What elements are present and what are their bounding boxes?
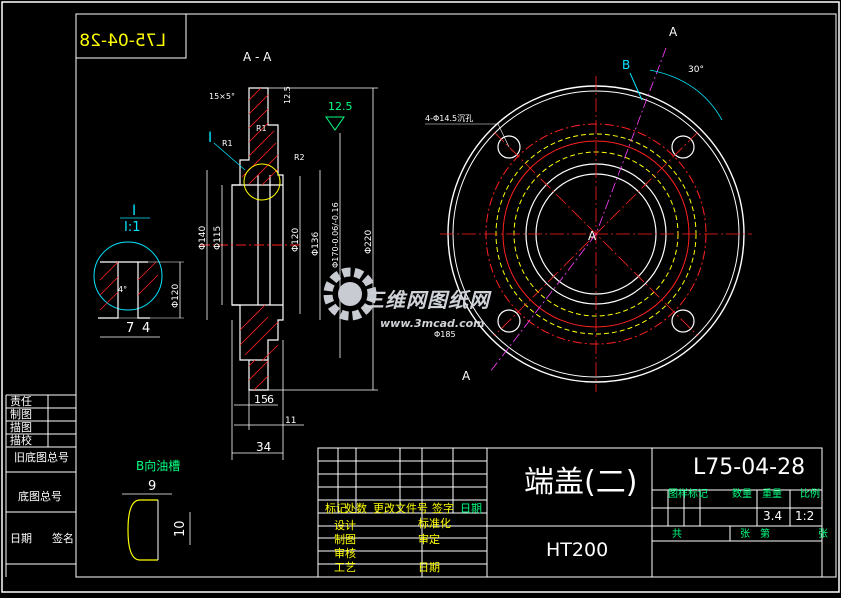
title-block-right: 图样标记 数量 重量 比例 共 张 第 张 — [668, 487, 828, 540]
tb-quantity: 数量 — [732, 487, 752, 500]
tb-count-value: 3.4 — [763, 509, 782, 523]
dim-15: 15 — [254, 393, 268, 406]
tb-total: 共 — [672, 528, 682, 540]
pcd-label: Φ185 — [434, 330, 456, 339]
detail-mark-section: I — [208, 130, 212, 146]
detail-dim-angle: 4° — [118, 285, 127, 294]
label-base-number: 底图总号 — [18, 489, 62, 503]
groove-profile — [127, 499, 158, 561]
tb-scale-value: 1:2 — [795, 509, 814, 523]
label-old-base-number: 旧底图总号 — [14, 450, 69, 464]
dim-phi220: Φ220 — [364, 229, 374, 254]
drawing-number-mirrored: L75-04-28 — [79, 31, 166, 51]
label-draw: 制图 — [10, 408, 32, 421]
angle-label: 30° — [688, 65, 704, 75]
tb-review: 审核 — [334, 546, 356, 560]
dim-34: 34 — [256, 440, 271, 454]
tb-craft: 工艺 — [334, 561, 356, 574]
tb-design: 设计 — [334, 519, 356, 532]
section-cut-line — [489, 47, 667, 373]
roughness-symbol: 12.5 — [325, 100, 353, 131]
tb-ratio: 比例 — [800, 487, 820, 500]
watermark-url: www.3mcad.com — [380, 317, 485, 330]
section-dim-labels: Φ140 Φ115 Φ120 Φ136 Φ170-0.06/-0.16 Φ220… — [198, 202, 374, 454]
chamfer-label: 15×5° — [209, 92, 235, 101]
detail-dim-7: 7 — [126, 321, 134, 336]
watermark-gear-icon — [323, 267, 377, 321]
groove-width: 9 — [148, 479, 156, 494]
dim-phi120: Φ120 — [291, 227, 301, 252]
tb-count: 处数 — [345, 502, 367, 515]
tb-draw: 制图 — [334, 533, 356, 546]
cut-mark-bottom: A — [462, 369, 471, 383]
detail-hatch — [99, 261, 159, 311]
tb-sheet: 张 — [818, 528, 828, 540]
detail-scale: I:1 — [124, 220, 141, 235]
label-trace-check: 描校 — [10, 433, 32, 447]
radius-r1: R1 — [222, 139, 233, 148]
label-responsibility: 责任 — [10, 395, 32, 408]
left-stamp-labels: 责任 制图 描图 描校 旧底图总号 底图总号 日期 签名 — [10, 395, 74, 545]
angle-arc — [649, 69, 723, 121]
part-name: 端盖(二) — [524, 465, 637, 500]
tb-mark: 标记 — [325, 501, 347, 515]
section-title: A - A — [243, 50, 272, 64]
tb-approve-date: 日期 — [418, 561, 440, 574]
dim-phi170: Φ170-0.06/-0.16 — [331, 202, 340, 268]
label-trace: 描图 — [10, 420, 32, 434]
section-dim-lines — [206, 87, 378, 460]
holes-label: 4-Φ14.5沉孔 — [425, 114, 473, 123]
detail-circle — [243, 163, 281, 201]
tb-change-doc: 更改文件号 — [373, 501, 428, 515]
tb-drawing-mark: 图样标记 — [668, 487, 708, 500]
tb-sheet-no: 第 — [760, 527, 770, 540]
roughness-top: 12.5 — [283, 86, 292, 104]
detail-mark: I — [132, 203, 136, 219]
tb-standard: 标准化 — [418, 516, 451, 530]
groove-height: 10 — [173, 520, 188, 537]
cut-mark-top: A — [669, 25, 678, 39]
dim-phi115: Φ115 — [213, 226, 223, 250]
radius-r2: R2 — [294, 153, 305, 162]
radius-r1-top: R1 — [256, 124, 267, 133]
section-hatch — [239, 87, 279, 391]
tb-approve: 审定 — [418, 532, 440, 546]
detail-view-circle — [93, 241, 163, 311]
dim-11: 11 — [285, 416, 296, 426]
material: HT200 — [546, 539, 608, 561]
dim-6: 6 — [267, 393, 274, 406]
watermark-brand: 三维网图纸网 — [364, 288, 490, 312]
tb-sign: 签字 — [432, 501, 454, 515]
title-block-labels: 标记 处数 更改文件号 签字 日期 设计 制图 审核 工艺 标准化 审定 日期 — [325, 501, 482, 574]
view-b-mark: B — [622, 58, 630, 72]
detail-dim-phi120: Φ120 — [171, 283, 181, 308]
dim-phi140: Φ140 — [198, 225, 208, 250]
groove-title: B向油槽 — [136, 458, 180, 473]
roughness-value: 12.5 — [328, 100, 353, 113]
left-stamp-column — [5, 394, 76, 577]
label-date: 日期 — [10, 532, 32, 545]
section-annotations: 15×5° 12.5 R1 R1 R2 — [209, 86, 305, 162]
tb-weight: 重量 — [762, 487, 782, 500]
dim-phi136: Φ136 — [311, 231, 321, 256]
center-mark: A — [588, 229, 597, 243]
drawing-number: L75-04-28 — [693, 455, 805, 480]
tb-sheets: 张 — [740, 528, 750, 540]
title-block-grid — [317, 447, 823, 578]
label-signature: 签名 — [52, 531, 74, 545]
tb-date: 日期 — [460, 502, 482, 515]
detail-dim-4: 4 — [142, 321, 150, 336]
watermark: 三维网图纸网 www.3mcad.com — [318, 258, 523, 338]
